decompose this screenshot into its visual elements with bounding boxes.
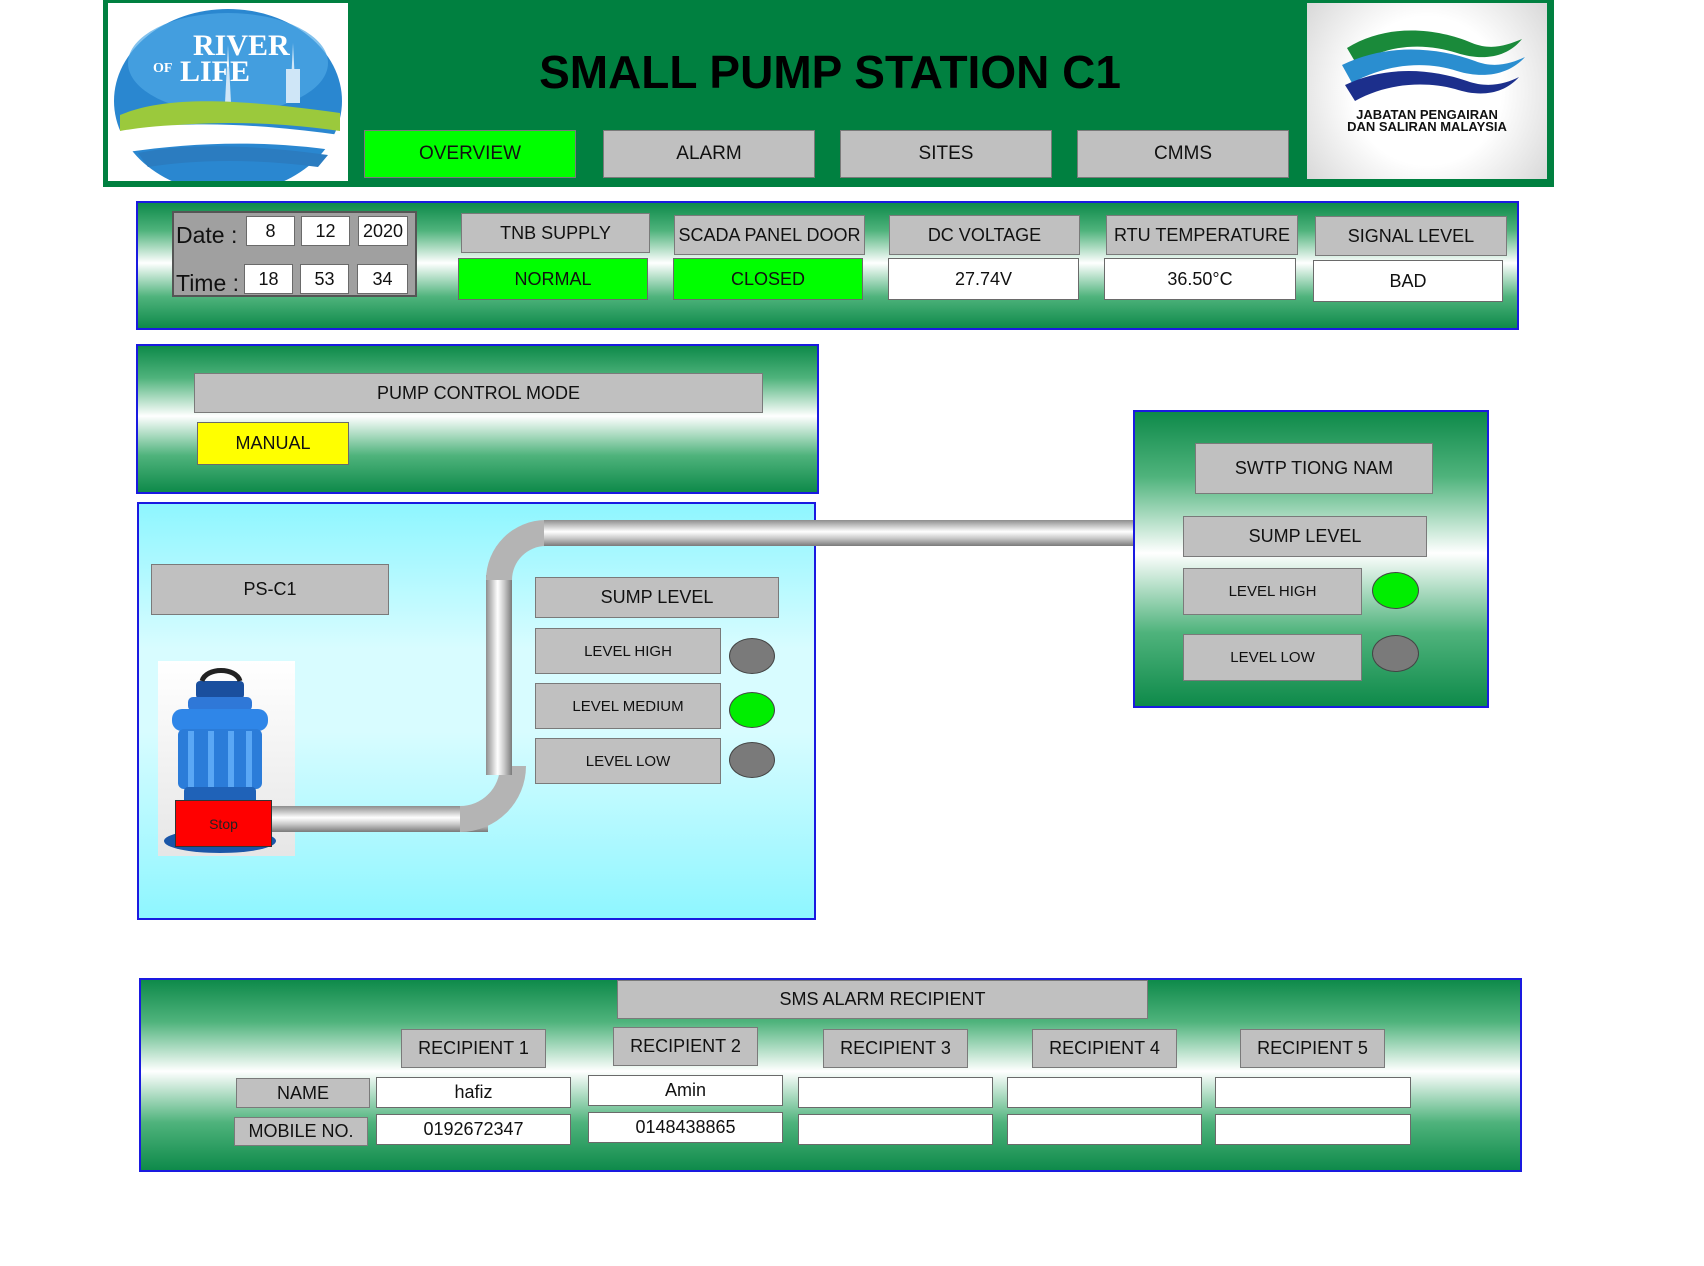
tab-overview[interactable]: OVERVIEW: [364, 130, 576, 178]
station-sump-level-label: SUMP LEVEL: [535, 577, 779, 618]
station-level-low-label: LEVEL LOW: [535, 738, 721, 784]
date-label: Date :: [176, 222, 238, 248]
pump-control-mode-label: PUMP CONTROL MODE: [194, 373, 763, 413]
recipient-4-mobile-field[interactable]: [1007, 1114, 1202, 1145]
recipient-2-header: RECIPIENT 2: [613, 1027, 758, 1066]
recipient-5-mobile-field[interactable]: [1215, 1114, 1411, 1145]
swtp-level-high-lamp: [1372, 572, 1419, 609]
time-second-field[interactable]: 34: [357, 264, 408, 294]
tnb-supply-label: TNB SUPPLY: [461, 213, 650, 253]
pipe-pump-outlet: [272, 806, 488, 832]
tab-sites[interactable]: SITES: [840, 130, 1052, 178]
station-level-high-lamp: [729, 638, 775, 674]
dc-voltage-label: DC VOLTAGE: [889, 215, 1080, 255]
pipe-riser: [486, 575, 512, 775]
recipient-5-name-field[interactable]: [1215, 1077, 1411, 1108]
pump-control-mode-value[interactable]: MANUAL: [197, 422, 349, 465]
station-level-high-label: LEVEL HIGH: [535, 628, 721, 674]
tab-alarm[interactable]: ALARM: [603, 130, 815, 178]
sms-title: SMS ALARM RECIPIENT: [617, 980, 1148, 1019]
swtp-level-low-lamp: [1372, 635, 1419, 672]
time-label: Time :: [176, 270, 240, 296]
date-day-field[interactable]: 8: [246, 216, 295, 246]
recipient-2-mobile-field[interactable]: 0148438865: [588, 1112, 783, 1143]
pipe-to-swtp: [544, 520, 1135, 546]
logo-text-of: OF: [153, 61, 173, 76]
recipient-1-name-field[interactable]: hafiz: [376, 1077, 571, 1108]
jps-logo: JABATAN PENGAIRAN DAN SALIRAN MALAYSIA: [1307, 3, 1547, 179]
signal-level-label: SIGNAL LEVEL: [1315, 216, 1507, 256]
jps-logo-text-2: DAN SALIRAN MALAYSIA: [1347, 119, 1507, 134]
recipient-2-name-field[interactable]: Amin: [588, 1075, 783, 1106]
date-year-field[interactable]: 2020: [358, 216, 408, 246]
rtu-temperature-label: RTU TEMPERATURE: [1106, 215, 1298, 255]
station-name-label: PS-C1: [151, 564, 389, 615]
jps-logo-text-1: JABATAN PENGAIRAN: [1356, 107, 1498, 122]
recipient-5-header: RECIPIENT 5: [1240, 1029, 1385, 1068]
station-level-medium-lamp: [729, 692, 775, 728]
scada-door-label: SCADA PANEL DOOR: [674, 215, 865, 255]
swtp-name-label: SWTP TIONG NAM: [1195, 443, 1433, 494]
swtp-level-high-label: LEVEL HIGH: [1183, 568, 1362, 615]
river-of-life-logo: RIVER OF LIFE: [108, 3, 348, 181]
recipient-3-name-field[interactable]: [798, 1077, 993, 1108]
dc-voltage-value: 27.74V: [888, 258, 1079, 300]
signal-level-value: BAD: [1313, 260, 1503, 302]
swtp-sump-level-label: SUMP LEVEL: [1183, 516, 1427, 557]
recipient-1-mobile-field[interactable]: 0192672347: [376, 1114, 571, 1145]
date-month-field[interactable]: 12: [301, 216, 350, 246]
time-minute-field[interactable]: 53: [300, 264, 349, 294]
pump-control-panel: [136, 344, 819, 494]
recipient-1-header: RECIPIENT 1: [401, 1029, 546, 1068]
recipient-4-name-field[interactable]: [1007, 1077, 1202, 1108]
station-level-low-lamp: [729, 742, 775, 778]
mobile-row-label: MOBILE NO.: [234, 1117, 368, 1146]
name-row-label: NAME: [236, 1078, 370, 1108]
scada-door-value: CLOSED: [673, 258, 863, 300]
rtu-temperature-value: 36.50°C: [1104, 258, 1296, 300]
time-hour-field[interactable]: 18: [244, 264, 293, 294]
tab-cmms[interactable]: CMMS: [1077, 130, 1289, 178]
station-level-medium-label: LEVEL MEDIUM: [535, 683, 721, 729]
swtp-level-low-label: LEVEL LOW: [1183, 634, 1362, 681]
pump-state-indicator[interactable]: Stop: [175, 800, 272, 847]
recipient-4-header: RECIPIENT 4: [1032, 1029, 1177, 1068]
river-of-life-icon: [114, 9, 342, 181]
jps-waves-icon: [1342, 30, 1525, 101]
recipient-3-header: RECIPIENT 3: [823, 1029, 968, 1068]
logo-text-life: LIFE: [180, 55, 251, 88]
page-title: SMALL PUMP STATION C1: [539, 46, 1121, 98]
tnb-supply-value: NORMAL: [458, 258, 648, 300]
recipient-3-mobile-field[interactable]: [798, 1114, 993, 1145]
logo-text-river: RIVER: [193, 29, 290, 62]
